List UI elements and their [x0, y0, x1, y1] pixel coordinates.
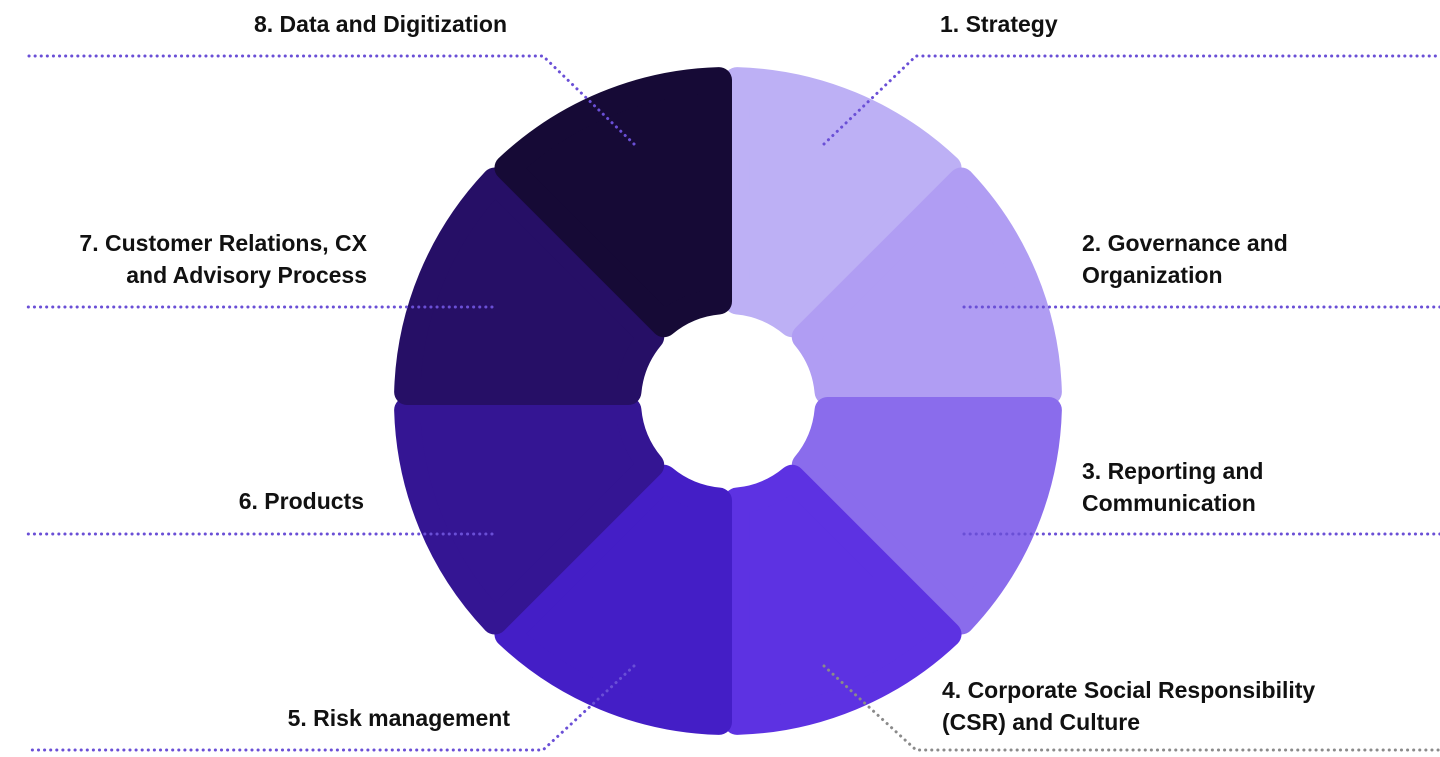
- label-line: Organization: [1082, 262, 1223, 288]
- label-csr-culture: 4. Corporate Social Responsibility (CSR)…: [942, 674, 1315, 738]
- leader-line-risk-management: [26, 664, 636, 752]
- label-line: 1. Strategy: [940, 11, 1058, 37]
- label-line: (CSR) and Culture: [942, 709, 1141, 735]
- segment-risk-management: [494, 464, 733, 735]
- label-reporting-communication: 3. Reporting and Communication: [1082, 455, 1263, 519]
- label-strategy: 1. Strategy: [940, 8, 1058, 40]
- label-data-digitization: 8. Data and Digitization: [254, 8, 507, 40]
- label-risk-management: 5. Risk management: [288, 702, 510, 734]
- label-products: 6. Products: [239, 485, 364, 517]
- label-customer-relations: 7. Customer Relations, CX and Advisory P…: [79, 227, 367, 291]
- segment-data-digitization: [494, 67, 733, 338]
- label-line: 5. Risk management: [287, 705, 510, 731]
- label-governance-organization: 2. Governance and Organization: [1082, 227, 1288, 291]
- label-line: Communication: [1082, 490, 1256, 516]
- label-line: 7. Customer Relations, CX: [79, 230, 367, 256]
- segment-csr-culture: [723, 464, 962, 735]
- segment-governance-organization: [791, 167, 1062, 406]
- label-line: 6. Products: [238, 488, 364, 514]
- label-line: 4. Corporate Social Responsibility: [942, 677, 1316, 703]
- segment-reporting-communication: [791, 396, 1062, 635]
- segment-strategy: [723, 67, 962, 338]
- label-line: 2. Governance and: [1082, 230, 1288, 256]
- leader-line-strategy: [822, 54, 1440, 146]
- label-line: 8. Data and Digitization: [253, 11, 507, 37]
- label-line: and Advisory Process: [126, 262, 367, 288]
- leader-line-data-digitization: [26, 54, 636, 146]
- segment-customer-relations: [394, 167, 665, 406]
- segment-products: [394, 396, 665, 635]
- leader-line-csr-culture: [822, 664, 1440, 752]
- label-line: 3. Reporting and: [1082, 458, 1264, 484]
